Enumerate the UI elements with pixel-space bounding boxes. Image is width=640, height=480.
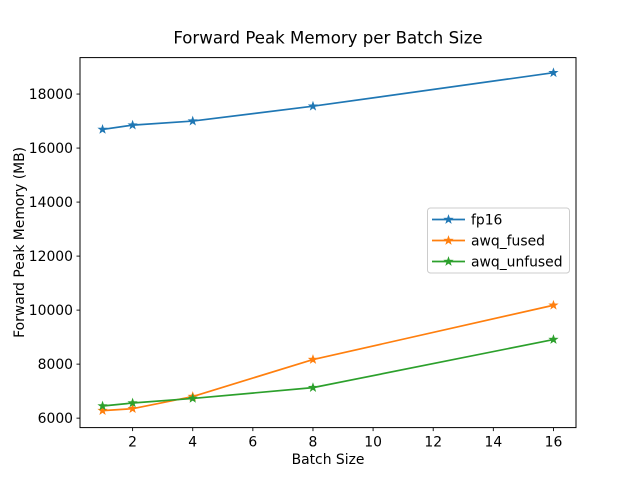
data-point-marker-fp16 xyxy=(187,115,198,126)
series-layer xyxy=(97,67,559,415)
axes-layer: 2 4 6 8 10 12 14 16 6000 8000 10000 12000 14000 16000… xyxy=(29,57,577,451)
y-tick-label: 12000 xyxy=(29,249,73,265)
data-point-marker-fp16 xyxy=(548,67,559,78)
legend-entry-awq_unfused: awq_unfused xyxy=(432,254,563,270)
x-tick-label: 14 xyxy=(484,435,502,451)
series-line-fp16 xyxy=(101,71,555,131)
data-point-marker-awq_unfused xyxy=(127,397,138,408)
legend-label: awq_unfused xyxy=(471,254,563,270)
legend-label: awq_fused xyxy=(471,233,545,249)
y-tick-label: 18000 xyxy=(29,87,73,103)
data-point-marker-awq_fused xyxy=(97,405,108,415)
data-point-marker-fp16 xyxy=(97,124,108,134)
data-point-marker-fp16 xyxy=(127,119,138,130)
legend-marker-sample xyxy=(443,235,454,245)
data-point-marker-fp16 xyxy=(307,100,319,111)
y-tick-label: 10000 xyxy=(29,303,73,319)
data-point-marker-awq_unfused xyxy=(97,400,108,411)
y-tick-label: 14000 xyxy=(29,195,73,211)
x-tick-label: 2 xyxy=(128,435,137,451)
data-point-marker-awq_unfused xyxy=(307,382,319,392)
data-point-marker-awq_fused xyxy=(548,299,559,310)
y-tick-label: 8000 xyxy=(38,357,73,373)
legend-entry-fp16: fp16 xyxy=(432,212,502,228)
legend-marker-sample xyxy=(443,214,454,224)
y-axis-label: Forward Peak Memory (MB) xyxy=(12,147,28,338)
plot-border xyxy=(79,57,577,429)
series-line-awq_unfused xyxy=(101,338,555,407)
chart-title: Forward Peak Memory per Batch Size xyxy=(173,29,482,48)
x-tick-label: 10 xyxy=(364,435,382,451)
x-tick-label: 6 xyxy=(248,435,257,451)
y-tick-label: 16000 xyxy=(29,141,73,157)
x-tick-label: 4 xyxy=(188,435,197,451)
data-point-marker-awq_unfused xyxy=(548,334,559,344)
x-tick-label: 12 xyxy=(424,435,442,451)
series-line-awq_fused xyxy=(101,304,555,412)
legend: fp16 awq_fused awq_unfused xyxy=(427,207,570,274)
legend-marker-sample xyxy=(443,256,454,266)
x-tick-label: 8 xyxy=(309,435,318,451)
x-tick-label: 16 xyxy=(545,435,563,451)
y-tick-label: 6000 xyxy=(38,411,73,427)
legend-label: fp16 xyxy=(471,212,502,228)
legend-entry-awq_fused: awq_fused xyxy=(432,233,545,249)
data-point-marker-awq_fused xyxy=(307,354,319,364)
data-point-marker-awq_fused xyxy=(127,403,138,414)
x-axis-label: Batch Size xyxy=(292,452,365,468)
data-point-marker-awq_unfused xyxy=(187,393,198,403)
legend-box xyxy=(427,207,570,274)
